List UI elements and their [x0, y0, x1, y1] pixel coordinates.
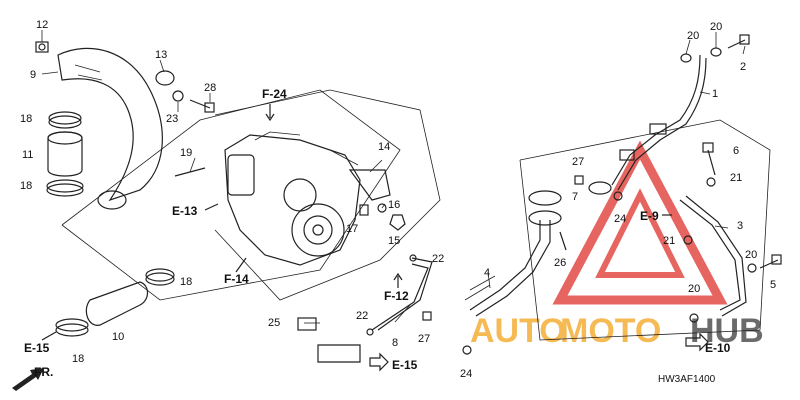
label-part-21-b: 21	[663, 235, 675, 247]
part-4-hose	[464, 190, 562, 317]
label-part-6: 6	[733, 145, 739, 157]
label-part-27-a: 27	[572, 156, 584, 168]
part-24-washer-upper	[613, 191, 623, 201]
part-20-washer-lower	[689, 313, 699, 323]
label-part-13: 13	[155, 49, 167, 61]
part-20-washer-right	[747, 263, 757, 273]
part-5-bolt	[759, 254, 782, 269]
label-part-26: 26	[554, 257, 566, 269]
label-part-10: 10	[112, 331, 124, 343]
part-6-bolt	[702, 142, 716, 176]
label-part-14: 14	[378, 141, 390, 153]
group-outlines	[61, 89, 771, 341]
label-part-18-d: 18	[72, 353, 84, 365]
label-part-11: 11	[22, 149, 33, 161]
part-8-pipe	[371, 257, 433, 331]
ref-e-15-right: E-15	[392, 358, 418, 372]
ref-f-24: F-24	[262, 87, 287, 101]
part-number-labels: 20 20 2 1 6 21 3 21 20 5 20 27 7 24 26 4…	[20, 19, 776, 380]
part-14-bracket	[348, 169, 391, 201]
part-turbocharger-assembly	[224, 131, 361, 266]
label-part-24-b: 24	[460, 368, 472, 380]
label-part-20-d: 20	[688, 283, 700, 295]
label-part-22-b: 22	[356, 310, 368, 322]
part-21-washer-lower	[683, 235, 693, 245]
front-direction-arrow: FR.	[12, 365, 53, 391]
ref-f-14: F-14	[224, 272, 249, 286]
label-part-25: 25	[268, 317, 280, 329]
part-21-washer-upper	[706, 177, 716, 187]
part-7-gasket	[588, 181, 612, 195]
label-part-9: 9	[30, 69, 36, 81]
part-18-clamp-upper	[48, 111, 82, 129]
part-1-pipe	[611, 54, 707, 191]
diagram-code: HW3AF1400	[658, 374, 716, 385]
section-reference-labels: F-24 E-13 F-14 F-12 E-9 E-10 E-15 E-15	[24, 87, 731, 372]
part-2-bolt	[727, 34, 750, 49]
part-26-bolt	[559, 231, 567, 251]
part-22-washer-lower	[366, 328, 374, 336]
part-27-bolt-lower	[422, 311, 432, 321]
label-part-21-a: 21	[730, 172, 742, 184]
watermark-auto: AUTO	[470, 312, 566, 350]
part-10-hose	[85, 281, 149, 326]
ref-e-15-left: E-15	[24, 341, 50, 355]
part-25-bracket	[297, 317, 317, 331]
label-part-5: 5	[770, 279, 776, 291]
part-3-pipe	[679, 195, 747, 317]
label-part-12: 12	[36, 19, 48, 31]
label-part-20-a: 20	[687, 30, 699, 42]
label-part-20-c: 20	[745, 249, 757, 261]
label-part-8: 8	[392, 337, 398, 349]
part-23-washer	[172, 90, 184, 102]
leader-lines	[41, 30, 746, 324]
front-label: FR.	[34, 365, 53, 379]
label-part-28: 28	[204, 82, 216, 94]
part-28-bolt	[189, 99, 215, 113]
part-16-washer	[377, 203, 387, 213]
part-fitting-lower	[317, 344, 361, 363]
label-part-15: 15	[388, 235, 400, 247]
ref-e-9: E-9	[640, 209, 659, 223]
ref-e-13: E-13	[172, 204, 198, 218]
label-part-16: 16	[388, 199, 400, 211]
label-part-18-c: 18	[180, 276, 192, 288]
ref-e-10: E-10	[705, 341, 731, 355]
label-part-1: 1	[712, 88, 718, 100]
part-15-nut	[389, 214, 406, 231]
part-18-clamp-mid	[46, 179, 84, 197]
part-13-grommet	[155, 70, 175, 86]
label-part-23: 23	[166, 113, 178, 125]
part-22-washer-upper	[409, 254, 417, 262]
label-part-17: 17	[346, 223, 358, 235]
part-17-bolt	[359, 204, 369, 216]
label-part-19: 19	[180, 147, 192, 159]
part-18-clamp-lower-left	[55, 318, 89, 337]
part-27-bolt-upper	[574, 175, 584, 185]
part-20-washer-top-right	[710, 47, 722, 57]
watermark-logo: AUTO MOTO HUB	[470, 140, 764, 350]
label-part-24-a: 24	[614, 213, 626, 225]
part-12-bolt	[35, 41, 49, 53]
part-18-clamp-lower-right	[145, 268, 175, 286]
ref-f-12: F-12	[384, 289, 409, 303]
part-11-sleeve	[47, 131, 83, 177]
label-part-18-b: 18	[20, 180, 32, 192]
label-part-27-b: 27	[418, 333, 430, 345]
label-part-22-a: 22	[432, 253, 444, 265]
label-part-4: 4	[484, 267, 490, 279]
label-part-18-a: 18	[20, 113, 32, 125]
part-9-intake-hose	[57, 47, 163, 210]
label-part-20-b: 20	[710, 21, 722, 33]
label-part-3: 3	[737, 220, 743, 232]
label-part-7: 7	[572, 191, 578, 203]
watermark-hub: HUB	[690, 312, 764, 350]
part-24-washer-lower	[462, 345, 472, 355]
label-part-2: 2	[740, 61, 746, 73]
watermark-moto: MOTO	[560, 312, 661, 350]
part-20-washer-top	[680, 53, 692, 63]
